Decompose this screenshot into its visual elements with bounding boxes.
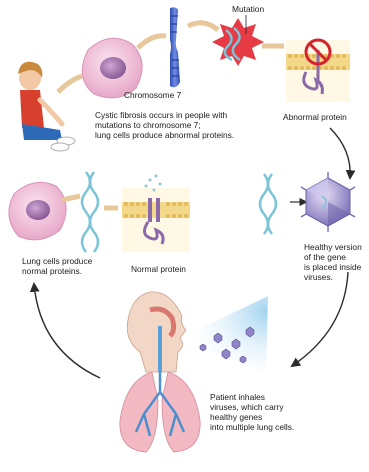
lungs-icon — [120, 372, 200, 452]
normal-gene-dna — [82, 172, 98, 252]
normal-protein-label: Normal protein — [131, 264, 186, 274]
arrow-virus-to-patient — [292, 272, 348, 366]
person-inhaling-icon — [127, 292, 186, 372]
arrow-chromosome-to-mutation — [188, 23, 218, 30]
chromosome-icon — [170, 7, 180, 87]
inhaled-viruses — [176, 296, 268, 372]
mutation-burst-icon — [212, 18, 264, 66]
virus-icon — [301, 172, 355, 232]
arrow-cell-to-dna — [62, 196, 80, 200]
patient-girl-illustration — [18, 62, 75, 151]
arrow-cell-to-chromosome — [138, 36, 166, 48]
step2-caption: Healthy version of the gene is placed in… — [304, 242, 362, 282]
abnormal-protein-panel — [286, 40, 350, 102]
step1-caption: Cystic fibrosis occurs in people with mu… — [95, 110, 234, 140]
arrow-girl-to-cell — [58, 76, 82, 92]
arrow-abnormal-to-virus — [330, 128, 350, 178]
arrow-patient-to-cell — [34, 284, 100, 378]
step4-caption: Lung cells produce normal proteins. — [22, 256, 92, 276]
healthy-gene-dna — [260, 174, 276, 234]
abnormal-protein-label: Abnormal protein — [283, 112, 347, 122]
normal-protein-panel — [122, 175, 190, 253]
body-cell-bottom — [9, 182, 66, 239]
step3-caption: Patient inhales viruses, which carry hea… — [210, 392, 294, 432]
body-cell-top — [82, 38, 142, 98]
chromosome-label: Chromosome 7 — [124, 90, 181, 100]
mutation-label: Mutation — [232, 4, 264, 14]
